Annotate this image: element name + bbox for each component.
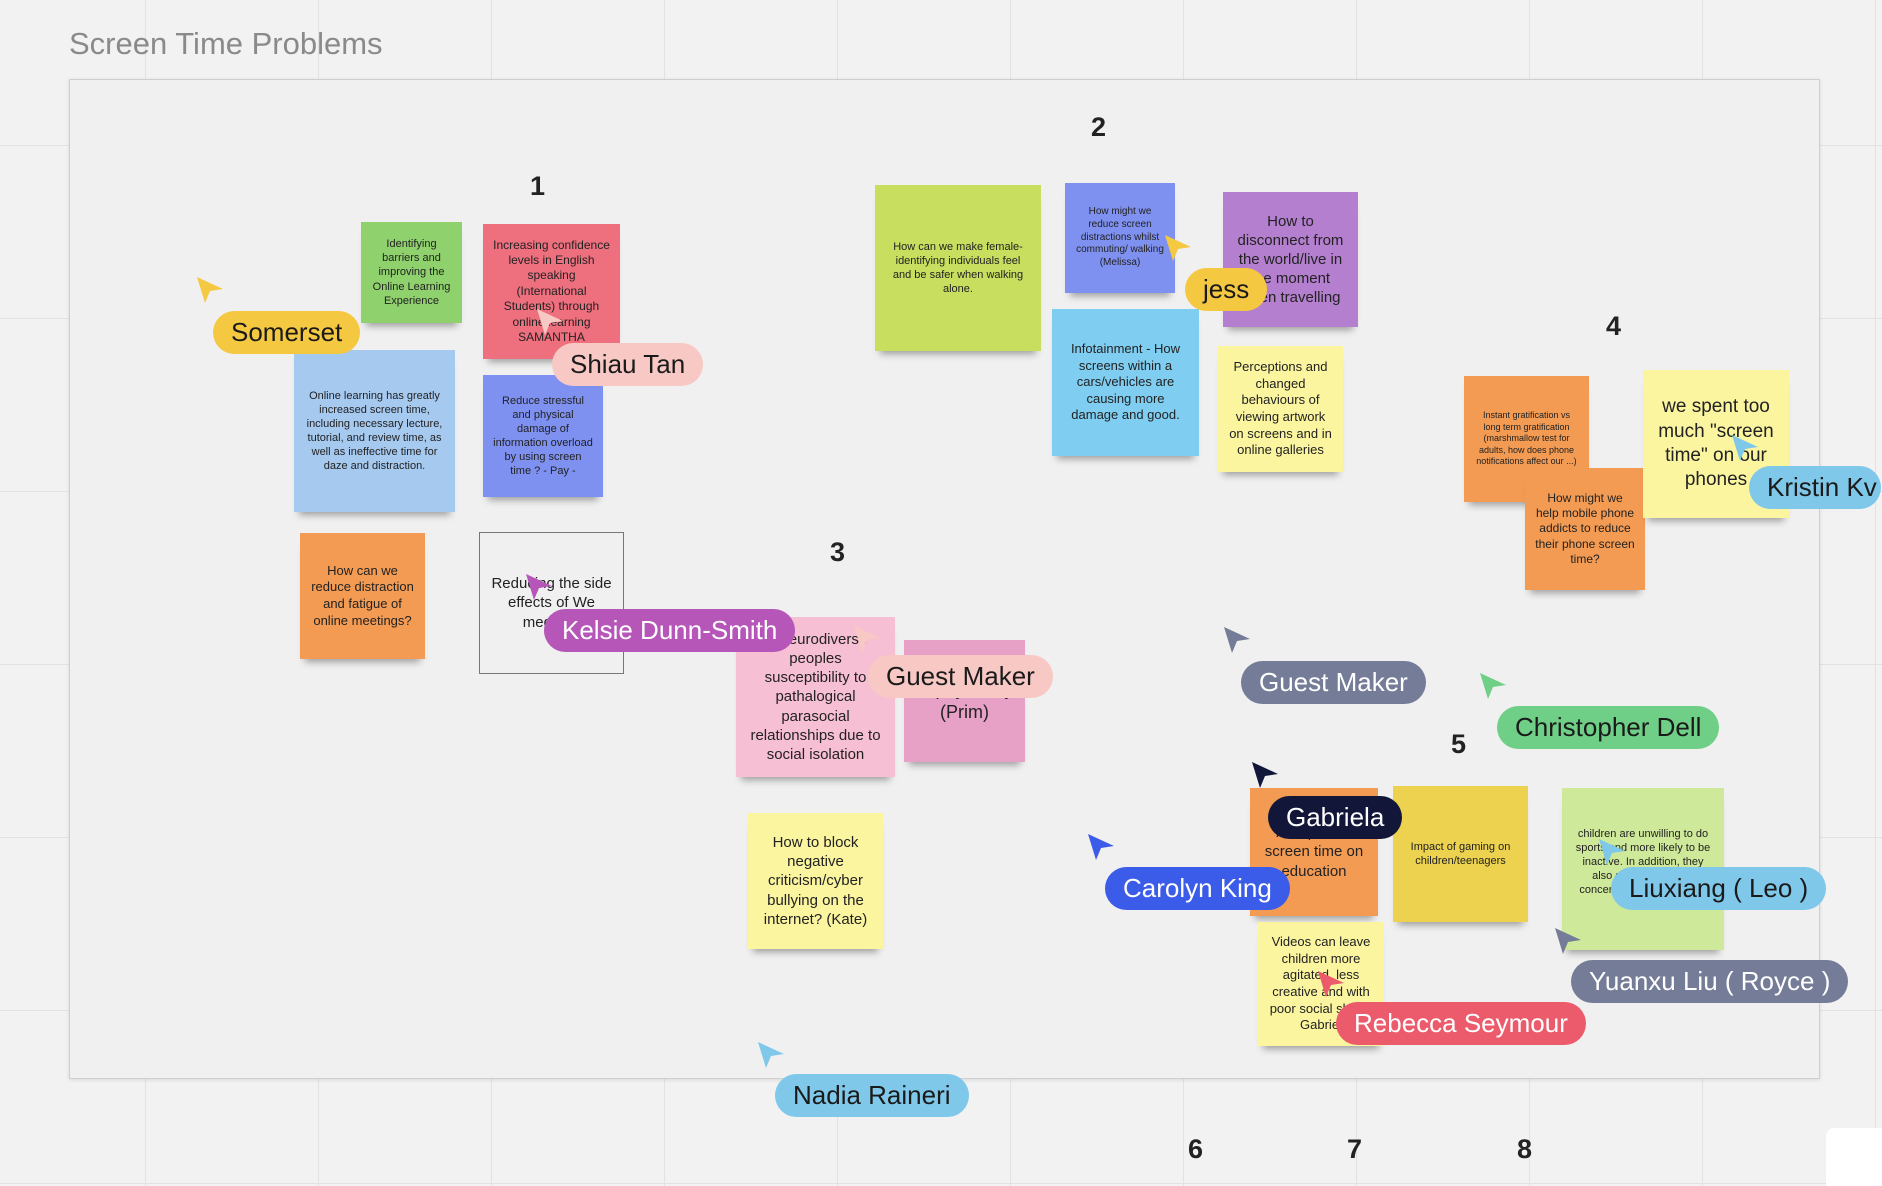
column-number-7: 7 <box>1347 1134 1363 1164</box>
collaborator-cursor-label: Christopher Dell <box>1497 706 1720 750</box>
cursor-arrow-icon <box>852 624 882 654</box>
column-number-8: 8 <box>1517 1134 1533 1164</box>
sticky-note[interactable]: Identifying barriers and improving the O… <box>361 222 462 323</box>
collaborator-cursor-label: Somerset <box>213 311 361 355</box>
cursor-arrow-icon <box>1222 625 1252 655</box>
collaborator-cursor-label: Shiau Tan <box>552 343 704 387</box>
cursor-arrow-icon <box>535 307 565 337</box>
sticky-note[interactable]: How can we reduce distraction and fatigu… <box>300 533 425 659</box>
cursor-arrow-icon <box>756 1040 786 1070</box>
cursor-arrow-icon <box>1730 433 1760 463</box>
sticky-note[interactable]: How can we make female-identifying indiv… <box>875 185 1041 351</box>
collaborator-cursor-label: Carolyn King <box>1105 867 1290 911</box>
section-number-3: 3 <box>830 537 846 567</box>
cursor-arrow-icon <box>195 275 225 305</box>
collaborator-cursor-label: Nadia Raineri <box>775 1074 969 1118</box>
section-number-4: 4 <box>1606 311 1622 341</box>
section-number-1: 1 <box>530 171 546 201</box>
collaborator-cursor-label: Guest Maker <box>1241 661 1426 705</box>
collaborator-cursor-label: Rebecca Seymour <box>1336 1002 1586 1046</box>
sticky-note[interactable]: How to block negative criticism/cyber bu… <box>748 813 883 949</box>
sticky-note[interactable]: Videos can leave children more agitated,… <box>1258 922 1384 1046</box>
collaborator-cursor-label: Yuanxu Liu ( Royce ) <box>1571 960 1849 1004</box>
sticky-note[interactable]: How might we help mobile phone addicts t… <box>1525 468 1645 590</box>
collaborator-cursor-label: Gabriela <box>1268 796 1403 840</box>
sticky-note[interactable]: Online learning has greatly increased sc… <box>294 350 455 512</box>
sticky-note[interactable]: Infotainment - How screens within a cars… <box>1052 309 1199 456</box>
cursor-arrow-icon <box>1086 832 1116 862</box>
collaborator-cursor-label: Kelsie Dunn-Smith <box>544 609 796 653</box>
section-number-2: 2 <box>1091 112 1107 142</box>
text-box[interactable]: Reducing the side effects of We media ..… <box>479 532 624 674</box>
collaborator-cursor-label: jess <box>1185 268 1268 312</box>
column-number-6: 6 <box>1188 1134 1204 1164</box>
sticky-note[interactable]: Perceptions and changed behaviours of vi… <box>1218 346 1343 472</box>
cursor-arrow-icon <box>1478 671 1508 701</box>
cursor-arrow-icon <box>1316 969 1346 999</box>
cursor-arrow-icon <box>1163 233 1193 263</box>
sticky-note[interactable]: Reduce stressful and physical damage of … <box>483 375 603 497</box>
sticky-note[interactable]: Increasing confidence levels in English … <box>483 224 620 359</box>
cursor-arrow-icon <box>1553 926 1583 956</box>
board-title[interactable]: Screen Time Problems <box>69 26 383 61</box>
sticky-note[interactable]: Impact of gaming on children/teenagers <box>1393 786 1528 922</box>
minimap-panel[interactable] <box>1826 1128 1882 1186</box>
sticky-note[interactable]: How might we reduce screen distractions … <box>1065 183 1175 293</box>
collaborator-cursor-label: Kristin Kv <box>1749 466 1881 510</box>
cursor-arrow-icon <box>1597 837 1627 867</box>
cursor-arrow-icon <box>1250 760 1280 790</box>
cursor-arrow-icon <box>524 572 554 602</box>
collaborator-cursor-label: Guest Maker <box>868 655 1053 699</box>
collaborator-cursor-label: Liuxiang ( Leo ) <box>1611 867 1827 911</box>
section-number-5: 5 <box>1451 729 1467 759</box>
